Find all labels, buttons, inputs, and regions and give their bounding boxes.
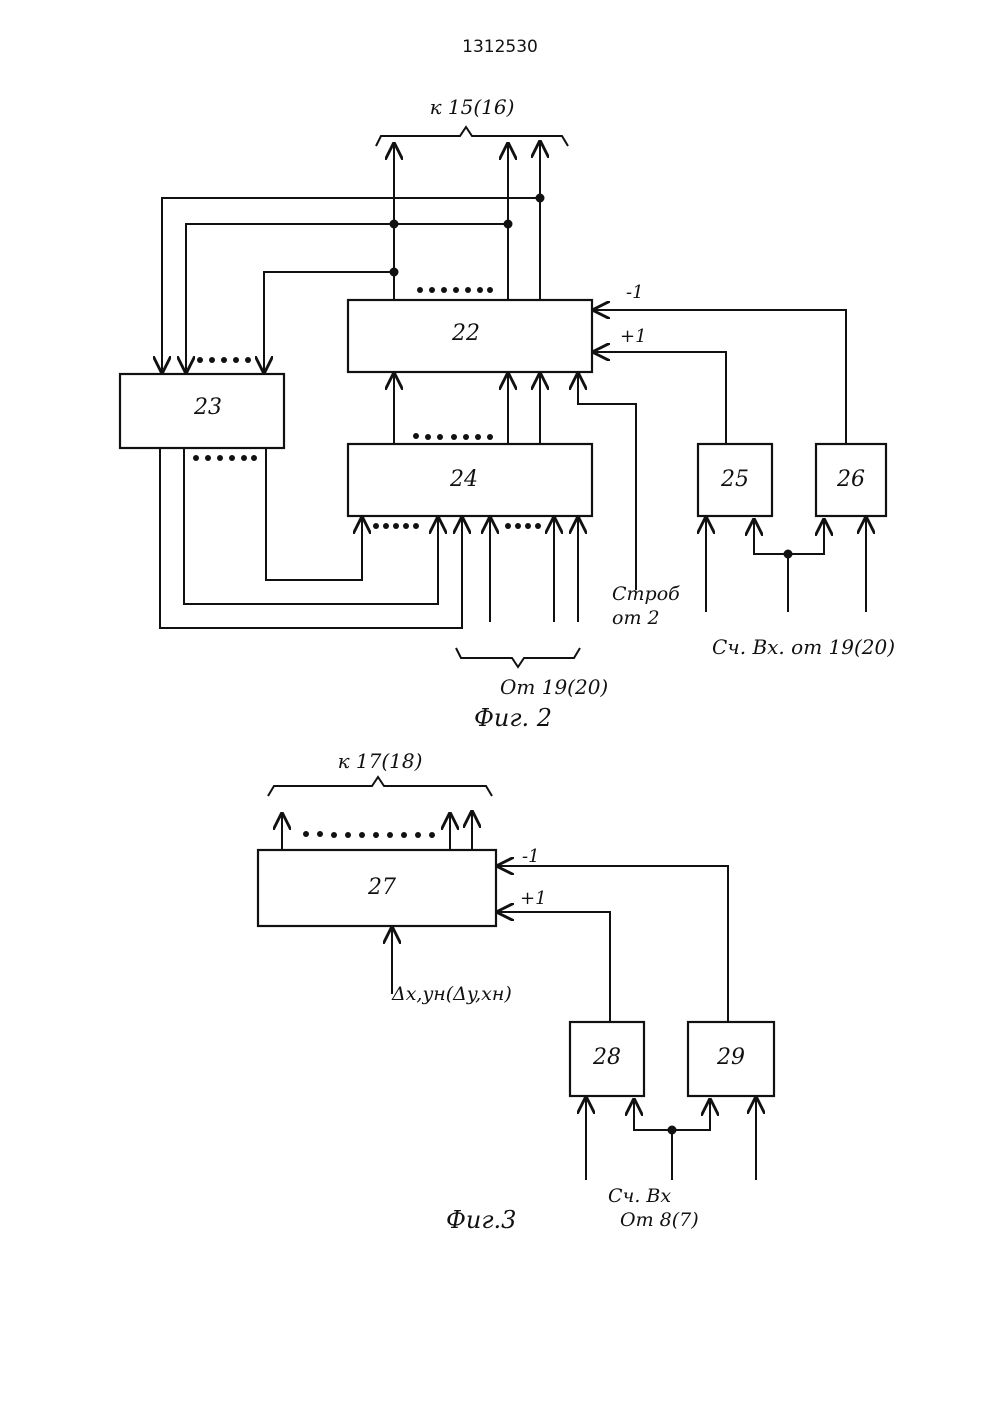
fig3-caption: Фиг.3: [446, 1206, 516, 1234]
fig2-line-25-22-plus: [594, 352, 726, 444]
fig2-plus-label: +1: [620, 326, 647, 347]
fig2-bus-dots-24-bottom-left: [373, 523, 419, 529]
block-23-label: 23: [193, 395, 222, 420]
fig3-count-label-1: Сч. Вх: [608, 1185, 671, 1207]
fig2-bus-dots-23-top: [197, 357, 251, 363]
fig3-bus-dots: [303, 831, 435, 838]
block-28-label: 28: [592, 1045, 621, 1070]
fig3-minus-label: -1: [522, 846, 540, 867]
fig2-bus-dots-22-top: [417, 287, 493, 293]
fig2-junction-4: [390, 268, 399, 277]
fig2-junction-2: [390, 220, 399, 229]
fig2-input-shared: [754, 518, 824, 554]
fig3-count-label-2: От 8(7): [620, 1209, 699, 1231]
fig2-caption: Фиг. 2: [474, 704, 552, 732]
fig2-junction-3: [504, 220, 513, 229]
fig2-top-label: к 15(16): [430, 95, 515, 119]
fig2-bus-dots-23-bottom: [193, 455, 257, 461]
fig3-plus-label: +1: [520, 888, 547, 909]
block-25-label: 25: [720, 467, 749, 492]
fig2-bus-dots-24-top: [413, 433, 493, 440]
fig3-top-brace: [268, 777, 492, 796]
fig3-input-shared: [634, 1098, 710, 1130]
fig2-count-label: Сч. Вх. от 19(20): [712, 635, 895, 659]
figure-3: к 17(18) 27 Δx,yн(Δy,xн) 28 29 -1 +1 Сч.…: [258, 749, 774, 1234]
block-24-label: 24: [449, 467, 478, 492]
block-29-label: 29: [716, 1045, 745, 1070]
figure-2: к 15(16) 22 23 24: [120, 95, 895, 732]
fig2-bus-dots-24-bottom-right: [505, 523, 541, 529]
block-26-label: 26: [836, 467, 865, 492]
fig2-junction-1: [536, 194, 545, 203]
fig3-line-28-27-plus: [498, 912, 610, 1022]
fig2-minus-label: -1: [626, 282, 644, 303]
fig2-junction-5: [784, 550, 793, 559]
fig2-strobe-label-1: Строб: [612, 583, 680, 605]
fig3-top-label: к 17(18): [338, 749, 423, 773]
block-27-label: 27: [367, 875, 396, 900]
fig3-input-label: Δx,yн(Δy,xн): [391, 983, 512, 1005]
document-number: 1312530: [462, 37, 538, 57]
fig2-bottom-label: От 19(20): [500, 675, 608, 699]
fig2-bottom-brace: [456, 648, 580, 667]
block-22-label: 22: [451, 321, 480, 346]
fig2-strobe-label-2: от 2: [612, 607, 660, 629]
fig3-junction: [668, 1126, 677, 1135]
